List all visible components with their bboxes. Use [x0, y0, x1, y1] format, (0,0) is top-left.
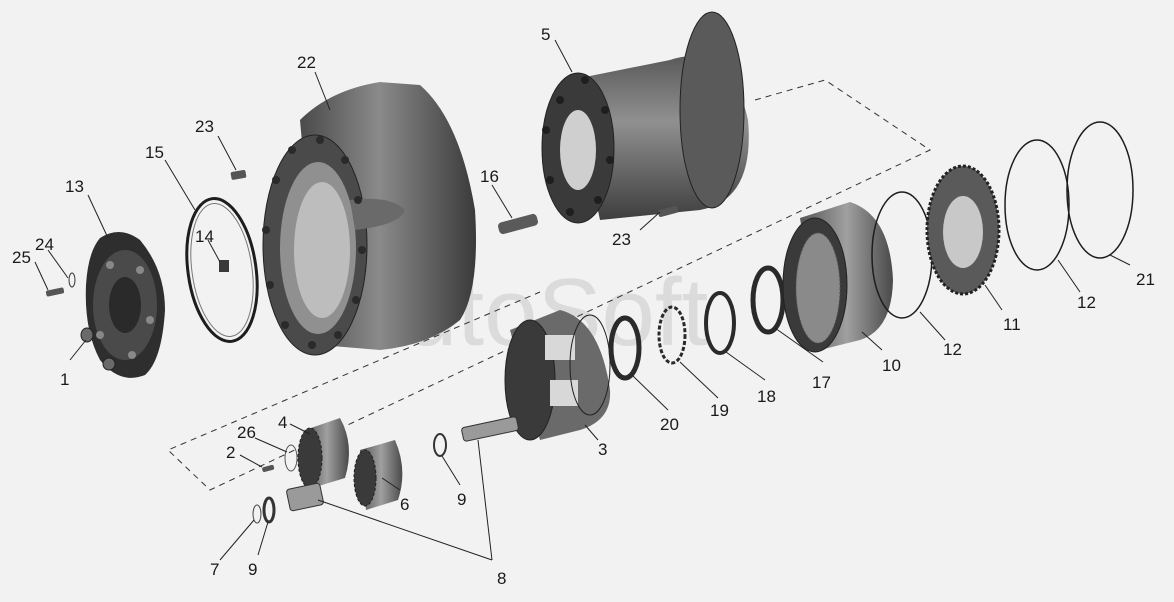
- label-9-low: 9: [248, 560, 257, 579]
- label-5: 5: [541, 25, 550, 44]
- label-3: 3: [598, 440, 607, 459]
- part-2-pin: [262, 464, 275, 473]
- part-19-lock-washer: [657, 305, 687, 365]
- label-2: 2: [226, 443, 235, 462]
- part-16-bolt: [498, 213, 538, 235]
- part-22-hub-drum: [262, 82, 476, 356]
- label-11: 11: [1003, 315, 1021, 334]
- part-1-plugs: [80, 327, 116, 371]
- label-26: 26: [237, 423, 256, 442]
- label-4: 4: [278, 413, 287, 432]
- leader-lines: [34, 39, 1131, 561]
- label-7: 7: [210, 560, 219, 579]
- part-3-planet-carrier: [504, 310, 611, 441]
- label-17: 17: [812, 373, 831, 392]
- part-8-axle-long: [461, 416, 519, 442]
- label-20: 20: [660, 415, 679, 434]
- label-1: 1: [60, 370, 69, 389]
- part-4-gear: [297, 418, 349, 489]
- label-24: 24: [35, 235, 54, 254]
- label-18: 18: [757, 387, 776, 406]
- part-13-cover: [85, 231, 165, 378]
- part-24-washer: [68, 272, 76, 288]
- label-25: 25: [12, 248, 31, 267]
- part-18-nut: [704, 291, 736, 355]
- part-15-gasket: [185, 197, 259, 343]
- label-19: 19: [710, 401, 729, 420]
- part-8-axle-short: [286, 482, 324, 512]
- label-12-right: 12: [1077, 293, 1096, 312]
- label-9-mid: 9: [457, 490, 466, 509]
- label-6: 6: [400, 495, 409, 514]
- label-21: 21: [1136, 270, 1155, 289]
- label-8: 8: [497, 569, 506, 588]
- part-9-ring-mid: [433, 433, 447, 457]
- part-6-gear: [353, 440, 403, 510]
- part-10-ring-gear: [782, 202, 893, 353]
- callout-labels: 1 2 3 4 5 6 7 8 9 9 10 11 12 12 13 14 15…: [12, 25, 1155, 588]
- label-16: 16: [480, 167, 499, 186]
- label-14: 14: [195, 227, 214, 246]
- part-14-pin: [219, 260, 229, 272]
- label-22: 22: [297, 53, 316, 72]
- part-5-housing: [541, 11, 749, 224]
- label-13: 13: [65, 177, 84, 196]
- part-12-ring-right: [1004, 139, 1070, 271]
- part-21-ring: [1066, 121, 1134, 259]
- part-20-washer: [608, 315, 642, 381]
- label-12-left: 12: [943, 340, 962, 359]
- part-7-washer: [252, 504, 262, 524]
- part-25-bolt: [45, 287, 65, 297]
- label-15: 15: [145, 143, 164, 162]
- part-23-stud-lower: [658, 205, 679, 218]
- part-11-gear-hub: [925, 164, 1001, 296]
- part-17-ring: [750, 265, 786, 335]
- label-23-upper: 23: [195, 117, 214, 136]
- part-23-stud-upper: [230, 169, 247, 180]
- part-9-ring-low: [262, 496, 276, 524]
- label-10: 10: [882, 356, 901, 375]
- part-26-washer: [284, 444, 298, 472]
- label-23-lower: 23: [612, 230, 631, 249]
